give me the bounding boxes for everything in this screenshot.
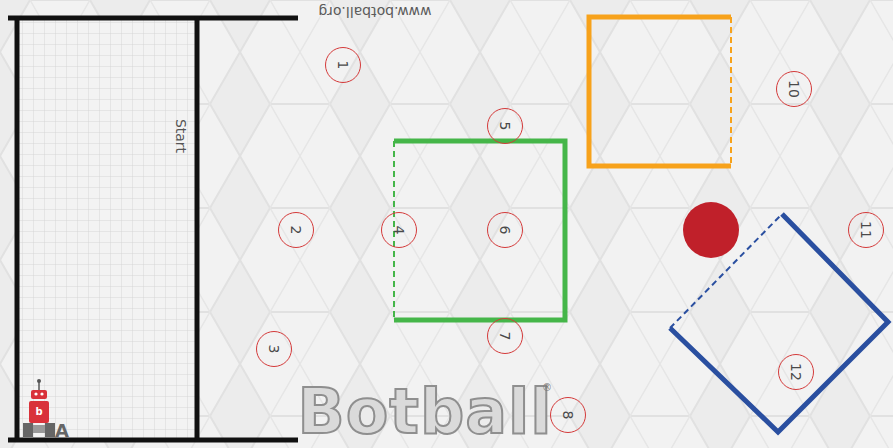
position-marker: 11 — [848, 212, 884, 248]
callout-number: 12 — [789, 363, 803, 381]
logo-text: Botball — [297, 381, 552, 443]
callout-number: 8 — [561, 411, 575, 420]
start-walls — [8, 16, 298, 442]
red-ball — [683, 202, 739, 258]
callout-number: 11 — [859, 221, 873, 239]
green-zone — [394, 141, 565, 320]
position-marker: 10 — [776, 71, 812, 107]
callout-number: 4 — [392, 226, 406, 235]
orange-zone — [589, 17, 731, 166]
position-marker: 8 — [550, 397, 586, 433]
robot-badge: b — [35, 407, 42, 417]
callout-number: 7 — [498, 332, 512, 341]
start-label: Start — [174, 119, 188, 153]
position-marker: 12 — [778, 354, 814, 390]
robot-icon — [23, 379, 55, 437]
start-grid — [19, 20, 196, 438]
website-url: www.botball.org — [318, 5, 431, 19]
callout-number: 10 — [787, 80, 801, 98]
start-area — [19, 20, 196, 438]
position-marker: 4 — [381, 212, 417, 248]
registered-mark: ® — [542, 383, 552, 393]
callout-number: 2 — [289, 226, 303, 235]
position-marker: 6 — [487, 212, 523, 248]
position-marker: 2 — [278, 212, 314, 248]
position-marker: 3 — [256, 331, 292, 367]
callout-number: 6 — [498, 226, 512, 235]
position-marker: 7 — [487, 318, 523, 354]
callout-number: 1 — [336, 61, 350, 70]
callout-number: 5 — [498, 122, 512, 131]
position-marker: 5 — [487, 108, 523, 144]
callout-number: 3 — [267, 345, 281, 354]
robot-letter: A — [55, 422, 69, 440]
position-marker: 1 — [325, 47, 361, 83]
